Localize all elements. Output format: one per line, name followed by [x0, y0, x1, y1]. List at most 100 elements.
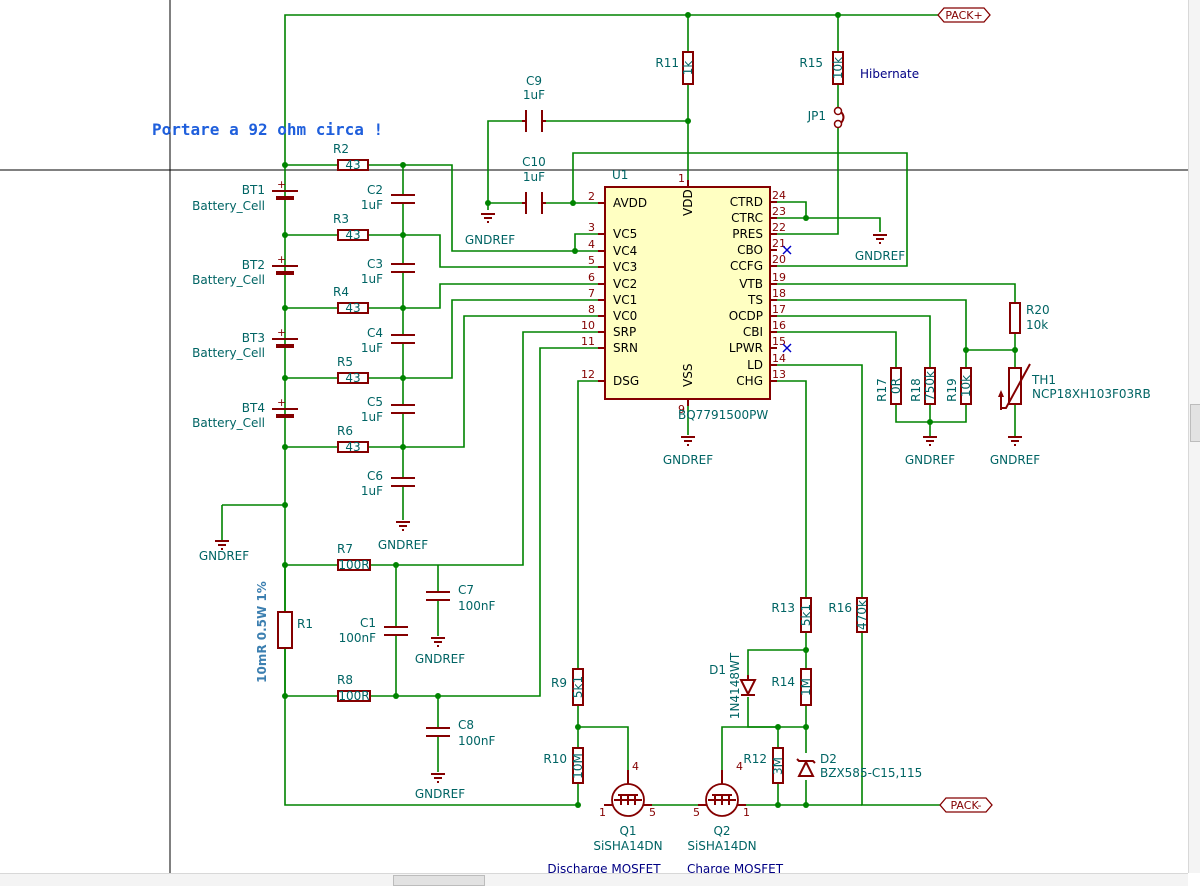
battery-bt3[interactable]: + BT3 Battery_Cell	[192, 326, 298, 360]
pin-name: CHG	[736, 374, 763, 388]
pin-number: 8	[588, 303, 595, 316]
pin-name: SRP	[613, 325, 636, 339]
battery-value: Battery_Cell	[192, 273, 265, 287]
resistor-r4[interactable]: R4 43	[333, 285, 369, 315]
battery-bt4[interactable]: + BT4 Battery_Cell	[192, 396, 298, 430]
diode-ref: D1	[709, 663, 726, 677]
capacitor-ref: C7	[458, 583, 474, 597]
capacitor-value: 1uF	[361, 410, 383, 424]
battery-value: Battery_Cell	[192, 416, 265, 430]
thermistor-th1[interactable]: TH1 NCP18XH103F03RB	[998, 363, 1151, 410]
resistor-r16[interactable]: R16 470k	[828, 597, 869, 633]
resistor-r10[interactable]: R10 10M	[543, 747, 585, 784]
pin-number: 3	[588, 221, 595, 234]
resistor-value: 0R	[889, 378, 903, 394]
pin-name: OCDP	[729, 309, 763, 323]
capacitor-ref: C3	[367, 257, 383, 271]
resistor-ref: R2	[333, 142, 349, 156]
pin-number: 18	[772, 287, 786, 300]
mosfet-q2[interactable]: 4 5 1 Q2 SiSHA14DN Charge MOSFET	[687, 760, 784, 873]
resistor-ref: R11	[655, 56, 679, 70]
wires	[221, 14, 1016, 806]
resistor-r5[interactable]: R5 43	[337, 355, 369, 385]
svg-text:+: +	[277, 253, 286, 266]
vertical-scroll-thumb[interactable]	[1190, 404, 1200, 442]
resistor-value: 750k	[923, 371, 937, 401]
capacitor-c9[interactable]: C9 1uF	[522, 74, 546, 132]
gnd-label: GNDREF	[663, 453, 713, 467]
resistor-r19[interactable]: R19 10k	[945, 367, 973, 405]
annotation-note: Portare a 92 ohm circa !	[152, 120, 383, 139]
resistor-ref: R3	[333, 212, 349, 226]
pin-number: 22	[772, 221, 786, 234]
battery-bt1[interactable]: + BT1 Battery_Cell	[192, 178, 298, 213]
battery-ref: BT1	[242, 183, 265, 197]
horizontal-scrollbar[interactable]	[0, 873, 1188, 886]
svg-text:+: +	[277, 396, 286, 409]
resistor-value: 3M	[771, 757, 785, 775]
ic-u1[interactable]: 2 3 4 5 6 7 8 10 11 12 AVDD VC5 VC4 VC3 …	[581, 168, 786, 422]
capacitor-c1[interactable]: C1 100nF	[339, 616, 408, 645]
pin-number: 7	[588, 287, 595, 300]
mosfet-ref: Q2	[713, 824, 730, 838]
global-label-pack-plus[interactable]: PACK+	[937, 7, 991, 23]
battery-value: Battery_Cell	[192, 199, 265, 213]
resistor-r2[interactable]: R2 43	[333, 142, 369, 172]
resistor-value: 43	[345, 301, 360, 315]
thermistor-value: NCP18XH103F03RB	[1032, 387, 1151, 401]
pin-name: VC0	[613, 309, 637, 323]
capacitor-c7[interactable]: C7 100nF	[426, 583, 496, 613]
resistor-r17[interactable]: R17 0R	[875, 367, 903, 405]
battery-ref: BT3	[242, 331, 265, 345]
resistor-r7[interactable]: R7 100R	[337, 542, 371, 572]
capacitor-c8[interactable]: C8 100nF	[426, 718, 496, 748]
horizontal-scroll-thumb[interactable]	[393, 875, 485, 886]
resistor-r13[interactable]: R13 5k1	[771, 597, 813, 633]
diode-d2[interactable]: D2 BZX585-C15,115	[796, 752, 922, 780]
pin-number: 19	[772, 271, 786, 284]
resistor-r12[interactable]: R12 3M	[743, 747, 785, 784]
jumper-jp1[interactable]: JP1 Hibernate	[807, 67, 920, 129]
pin-name: CTRD	[730, 195, 763, 209]
pin-number: 15	[772, 335, 786, 348]
resistor-r3[interactable]: R3 43	[333, 212, 369, 242]
resistor-r11[interactable]: R11 1k	[655, 51, 695, 85]
resistor-ref: R9	[551, 676, 567, 690]
mosfet-q1[interactable]: 4 1 5 Q1 SiSHA14DN Discharge MOSFET	[547, 760, 662, 873]
resistor-r1[interactable]: R1	[277, 611, 313, 649]
resistor-value: 43	[345, 228, 360, 242]
pin-name: TS	[747, 293, 763, 307]
gnd-label: GNDREF	[905, 453, 955, 467]
resistor-value: 10k	[959, 375, 973, 397]
capacitor-ref: C10	[522, 155, 546, 169]
global-label-pack-minus[interactable]: PACK-	[939, 797, 993, 813]
capacitor-ref: C6	[367, 469, 383, 483]
resistor-r6[interactable]: R6 43	[337, 424, 369, 454]
pin-number: 17	[772, 303, 786, 316]
resistor-r20[interactable]: R20 10k	[1009, 302, 1050, 334]
diode-d1[interactable]: D1 1N4148WT	[709, 652, 757, 719]
resistor-r18[interactable]: R18 750k	[909, 367, 937, 405]
capacitor-c6[interactable]: C6 1uF	[361, 469, 415, 498]
battery-bt2[interactable]: + BT2 Battery_Cell	[192, 253, 298, 287]
capacitor-c2[interactable]: C2 1uF	[361, 183, 415, 212]
resistor-r9[interactable]: R9 5k1	[551, 668, 585, 706]
diode-value: 1N4148WT	[728, 652, 742, 719]
pin-name: CBI	[743, 325, 763, 339]
battery-ref: BT4	[242, 401, 265, 415]
resistor-r8[interactable]: R8 100R	[337, 673, 371, 703]
capacitor-c5[interactable]: C5 1uF	[361, 395, 415, 424]
resistor-r14[interactable]: R14 1M	[771, 668, 813, 706]
capacitor-value: 100nF	[458, 599, 496, 613]
resistor-value: 5k1	[799, 604, 813, 626]
resistor-r15[interactable]: R15 10k	[799, 51, 845, 85]
resistor-value: 10M	[571, 753, 585, 779]
mosfet-value: SiSHA14DN	[593, 839, 662, 853]
ic-right-pins: 24 23 22 21 20 19 18 17 16 15 14 13 CTRD…	[729, 189, 786, 388]
capacitor-c3[interactable]: C3 1uF	[361, 257, 415, 286]
ground-icon	[873, 234, 887, 244]
capacitor-c4[interactable]: C4 1uF	[361, 326, 415, 355]
capacitor-c10[interactable]: C10 1uF	[522, 155, 546, 214]
resistor-ref: R18	[909, 378, 923, 402]
